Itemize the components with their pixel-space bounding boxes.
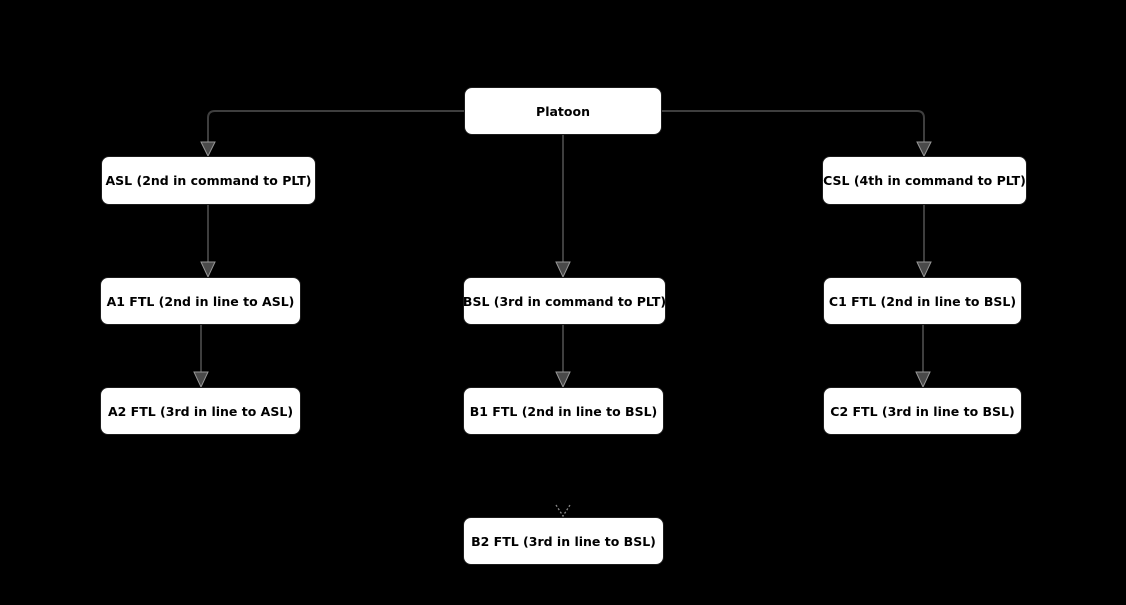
- node-a1-ftl: A1 FTL (2nd in line to ASL): [100, 277, 301, 325]
- arrowhead-asl-to-a1: [200, 261, 216, 279]
- node-asl: ASL (2nd in command to PLT): [101, 156, 316, 205]
- arrowhead-platoon-to-bsl: [555, 261, 571, 279]
- node-c2-ftl: C2 FTL (3rd in line to BSL): [823, 387, 1022, 435]
- arrowhead-platoon-to-csl: [916, 141, 932, 158]
- arrowhead-platoon-to-asl: [200, 141, 216, 158]
- edge-platoon-to-asl: [207, 110, 464, 142]
- arrowhead-a1-to-a2: [193, 371, 209, 389]
- arrowhead-bsl-to-b1: [555, 371, 571, 389]
- arrowhead-csl-to-c1: [916, 261, 932, 279]
- arrowhead-b1-to-b2-ghost: [555, 504, 571, 518]
- node-platoon: Platoon: [464, 87, 662, 135]
- node-b1-ftl: B1 FTL (2nd in line to BSL): [463, 387, 664, 435]
- node-csl: CSL (4th in command to PLT): [822, 156, 1027, 205]
- arrowhead-c1-to-c2: [915, 371, 931, 389]
- node-a2-ftl: A2 FTL (3rd in line to ASL): [100, 387, 301, 435]
- node-bsl: BSL (3rd in command to PLT): [463, 277, 666, 325]
- node-c1-ftl: C1 FTL (2nd in line to BSL): [823, 277, 1022, 325]
- edge-platoon-to-csl: [662, 110, 925, 142]
- node-b2-ftl: B2 FTL (3rd in line to BSL): [463, 517, 664, 565]
